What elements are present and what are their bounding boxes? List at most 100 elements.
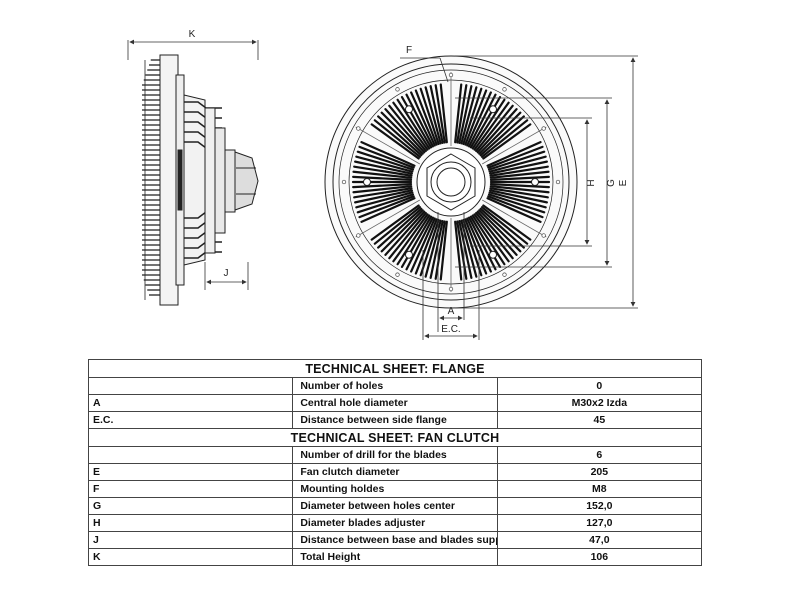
fin-ray [466, 217, 492, 273]
mounting-holes [341, 72, 561, 292]
fin-ray [358, 145, 415, 169]
row-code: G [87, 497, 294, 515]
fin-ray [434, 220, 446, 280]
fin-ray [370, 123, 420, 160]
fin-ray [482, 204, 532, 241]
spoke [355, 199, 421, 238]
fin-ray [352, 170, 413, 179]
fin-ray [475, 211, 514, 260]
row-code: J [87, 531, 294, 549]
fin-ray [462, 218, 483, 277]
fin-ray [454, 83, 463, 144]
fin-ray [456, 84, 468, 144]
row-label: Distance between side flange [292, 411, 498, 429]
cooling-fins [142, 59, 160, 300]
row-code: A [87, 394, 294, 412]
fin-ray [392, 213, 429, 263]
dimension-f [400, 57, 449, 83]
rim-hole [541, 126, 546, 131]
mounting-hole [405, 105, 413, 114]
fin-ray [473, 213, 510, 263]
fin-ray [487, 195, 544, 219]
fin-ray [487, 193, 546, 214]
fin-ray [388, 211, 427, 260]
dimension-e [455, 55, 638, 309]
spoke [355, 126, 421, 165]
fin-ray [489, 160, 548, 175]
fin-ray [458, 220, 473, 279]
fin-ray [429, 85, 444, 144]
rim-hole [502, 87, 507, 92]
dim-label-f: F [406, 45, 412, 56]
fin-ray [439, 220, 448, 281]
front-view [324, 55, 578, 309]
table-row: H Diameter blades adjuster 127,0 [87, 514, 703, 532]
rim-hole [341, 179, 347, 185]
fin-ray [358, 195, 415, 219]
spoke [481, 199, 547, 238]
row-value: 0 [496, 377, 703, 395]
fin-ray [354, 160, 413, 175]
spoke [481, 126, 547, 165]
row-code [87, 446, 294, 464]
fin-ray [352, 175, 413, 182]
table-row: G Diameter between holes center 152,0 [87, 497, 703, 515]
dimension-j [204, 262, 249, 290]
dim-label-a: A [448, 306, 455, 317]
fin-ray [373, 119, 422, 158]
fin-ray [473, 101, 510, 151]
fin-ray [486, 141, 542, 167]
fin-ray [384, 108, 426, 154]
dimension-ec [422, 250, 480, 340]
mounting-hole [531, 178, 539, 186]
fin-ray [488, 191, 547, 209]
fin-ray [400, 96, 433, 149]
rim-hole [356, 233, 361, 238]
dimension-a [437, 212, 465, 332]
rim-hole [356, 126, 361, 131]
row-value: 205 [496, 463, 703, 481]
fin-ray [489, 187, 549, 199]
fin-ray [488, 155, 547, 173]
fin-ray [478, 209, 522, 253]
table-row: Number of holes 0 [87, 377, 703, 395]
fin-ray [360, 197, 416, 223]
fin-ray [354, 189, 413, 204]
cooling-fin-rays [351, 72, 551, 292]
fin-ray [464, 89, 488, 146]
fin-ray [429, 220, 444, 279]
rim-hole [448, 72, 454, 78]
fin-ray [388, 104, 427, 153]
row-label: Number of drill for the blades [292, 446, 498, 464]
fin-ray [377, 115, 423, 157]
fin-ray [476, 108, 518, 154]
dim-label-j: J [224, 268, 229, 279]
fin-ray [370, 204, 420, 241]
fin-ray [360, 141, 416, 167]
fin-ray [489, 185, 550, 194]
fan-clutch-title: TECHNICAL SHEET: FAN CLUTCH [88, 428, 702, 447]
row-value: 47,0 [496, 531, 703, 549]
fin-ray [480, 206, 529, 245]
fin-ray [405, 216, 434, 271]
fin-ray [352, 182, 413, 189]
fin-ray [352, 185, 413, 194]
mounting-hole [489, 250, 497, 259]
dim-label-ec: E.C. [441, 324, 460, 335]
fin-ray [396, 98, 431, 150]
fin-ray [469, 96, 502, 149]
row-value: 127,0 [496, 514, 703, 532]
fin-ray [414, 89, 438, 146]
fin-ray [464, 218, 488, 275]
fin-ray [458, 85, 473, 144]
table-row: Number of drill for the blades 6 [87, 446, 703, 464]
fin-ray [468, 216, 497, 271]
row-value: 45 [496, 411, 703, 429]
fin-ray [439, 83, 448, 144]
row-code: K [87, 548, 294, 566]
table-row: J Distance between base and blades suppo… [87, 531, 703, 549]
row-label: Central hole diameter [292, 394, 498, 412]
fin-ray [405, 93, 434, 148]
dim-label-h: H [586, 179, 597, 186]
dimension-h [470, 117, 592, 247]
